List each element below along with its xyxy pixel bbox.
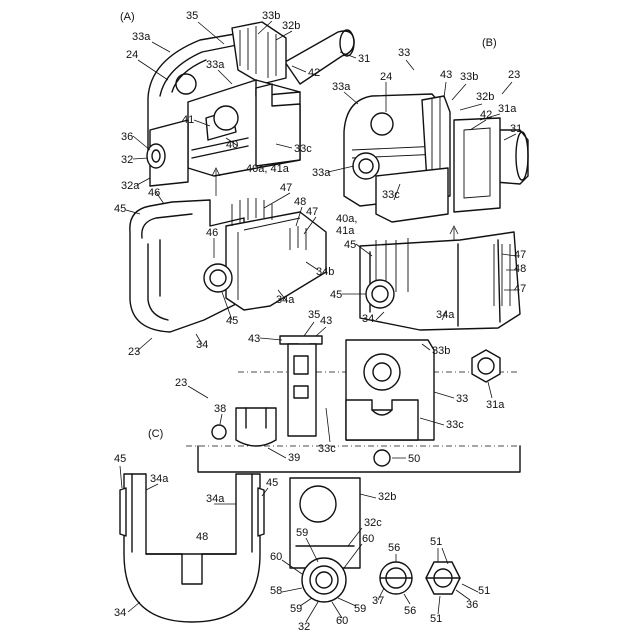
label-c-48: 48: [196, 531, 208, 543]
label-c-32c: 32c: [364, 517, 382, 529]
label-24: 24: [126, 49, 138, 61]
label-b-47a: 47: [514, 249, 526, 261]
label-c-56-b: 56: [404, 605, 416, 617]
label-45-b: 45: [226, 315, 238, 327]
label-c-59-t: 59: [296, 527, 308, 539]
label-36: 36: [121, 131, 133, 143]
label-x-33b: 33b: [432, 345, 450, 357]
label-c-51-b: 51: [430, 613, 442, 625]
label-c-60-b: 60: [336, 615, 348, 627]
panel-c-tag: (C): [148, 428, 163, 440]
label-c-60-r: 60: [362, 533, 374, 545]
label-34: 34: [196, 339, 208, 351]
label-b-45: 45: [344, 239, 356, 251]
label-c-45-l: 45: [114, 453, 126, 465]
label-x-33c-l: 33c: [318, 443, 336, 455]
label-46-c: 46: [206, 227, 218, 239]
label-c-59-r: 59: [354, 603, 366, 615]
label-c-60-l: 60: [270, 551, 282, 563]
label-x-43-l: 43: [248, 333, 260, 345]
label-41: 41: [182, 114, 194, 126]
label-b-24: 24: [380, 71, 392, 83]
label-b-34: 34: [362, 313, 374, 325]
label-48: 48: [294, 196, 306, 208]
label-23: 23: [128, 346, 140, 358]
label-40a-41a: 40a, 41a: [246, 163, 290, 175]
label-c-36: 36: [466, 599, 478, 611]
label-x-38: 38: [214, 403, 226, 415]
label-c-56: 56: [388, 542, 400, 554]
label-x-31a: 31a: [486, 399, 505, 411]
label-c-51-t: 51: [430, 536, 442, 548]
label-b-33b: 33b: [460, 71, 478, 83]
exploded-leaders: [188, 322, 492, 458]
label-45: 45: [114, 203, 126, 215]
label-x-39: 39: [288, 452, 300, 464]
label-c-51-r: 51: [478, 585, 490, 597]
label-b-43: 43: [440, 69, 452, 81]
label-b-40a: 40a,: [336, 213, 357, 225]
label-b-33a-l: 33a: [312, 167, 331, 179]
label-b-23: 23: [508, 69, 520, 81]
label-35: 35: [186, 10, 198, 22]
panel-a-tag: (A): [120, 11, 135, 23]
label-c-45-m: 45: [266, 477, 278, 489]
label-x-35: 35: [308, 309, 320, 321]
panel-c-drawing: [120, 446, 520, 622]
label-c-32b: 32b: [378, 491, 396, 503]
panel-b-tag: (B): [482, 37, 497, 49]
label-c-34: 34: [114, 607, 126, 619]
label-b-45-b: 45: [330, 289, 342, 301]
label-46: 46: [148, 187, 160, 199]
label-32: 32: [121, 154, 133, 166]
label-x-50: 50: [408, 453, 420, 465]
label-c-34a-m: 34a: [206, 493, 225, 505]
label-32b: 32b: [282, 20, 300, 32]
label-c-58: 58: [270, 585, 282, 597]
exploded-drawing: [186, 336, 520, 466]
label-b-34a: 34a: [436, 309, 455, 321]
label-33a-mid: 33a: [206, 59, 225, 71]
label-c-59-l: 59: [290, 603, 302, 615]
label-b-41a: 41a: [336, 225, 355, 237]
label-c-34a-l: 34a: [150, 473, 169, 485]
label-33c: 33c: [294, 143, 312, 155]
label-x-33c-r: 33c: [446, 419, 464, 431]
label-b-32b: 32b: [476, 91, 494, 103]
label-b-48: 48: [514, 263, 526, 275]
label-b-47b: 47: [514, 283, 526, 295]
label-42: 42: [308, 67, 320, 79]
label-32a: 32a: [121, 180, 140, 192]
label-c-37: 37: [372, 595, 384, 607]
label-b-31: 31: [510, 123, 522, 135]
label-31: 31: [358, 53, 370, 65]
label-47b: 47: [306, 206, 318, 218]
label-b-31a: 31a: [498, 103, 517, 115]
label-c-32: 32: [298, 621, 310, 633]
label-x-23: 23: [175, 377, 187, 389]
label-47a: 47: [280, 182, 292, 194]
label-34b: 34b: [316, 266, 334, 278]
label-33b: 33b: [262, 10, 280, 22]
label-33a: 33a: [132, 31, 151, 43]
label-x-43-r: 43: [320, 315, 332, 327]
exploded-labels: 43 35 43 33b 23 31a 38 33 33c 33c 39 50: [175, 309, 505, 465]
label-b-33a: 33a: [332, 81, 351, 93]
label-b-33: 33: [398, 47, 410, 59]
label-x-33: 33: [456, 393, 468, 405]
panel-b-drawing: [344, 94, 528, 330]
